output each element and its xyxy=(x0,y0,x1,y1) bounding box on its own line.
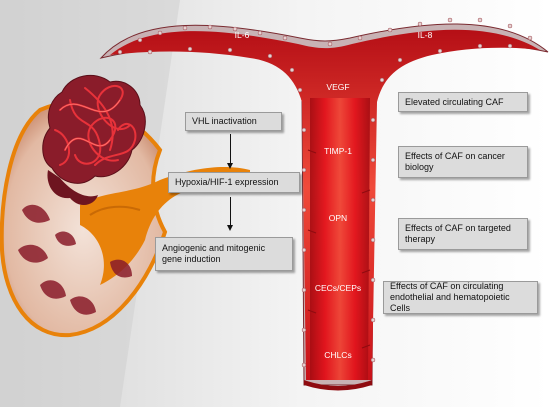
label-timp1: TIMP-1 xyxy=(324,146,352,156)
label-chlcs: CHLCs xyxy=(324,350,352,360)
box-vhl-inactivation: VHL inactivation xyxy=(185,112,282,131)
label-il8: IL-8 xyxy=(417,30,433,40)
box-angiogenic-induction: Angiogenic and mitogenic gene induction xyxy=(155,237,293,271)
box-elevated-caf: Elevated circulating CAF xyxy=(398,92,528,112)
arrow-step2-to-step3 xyxy=(227,197,233,231)
label-opn: OPN xyxy=(328,213,348,223)
kidney-illustration xyxy=(0,74,250,338)
box-hypoxia-hif1: Hypoxia/HIF-1 expression xyxy=(168,172,300,193)
box-caf-targeted-therapy: Effects of CAF on targeted therapy xyxy=(398,218,528,250)
label-cecs-ceps: CECs/CEPs xyxy=(314,283,362,293)
blood-vessel xyxy=(99,17,549,391)
label-vegf: VEGF xyxy=(326,82,350,92)
box-caf-circulating-cells: Effects of CAF on circulating endothelia… xyxy=(383,281,538,314)
box-caf-cancer-biology: Effects of CAF on cancer biology xyxy=(398,146,528,178)
label-il6: IL-6 xyxy=(234,30,250,40)
arrow-step1-to-step2 xyxy=(227,134,233,169)
